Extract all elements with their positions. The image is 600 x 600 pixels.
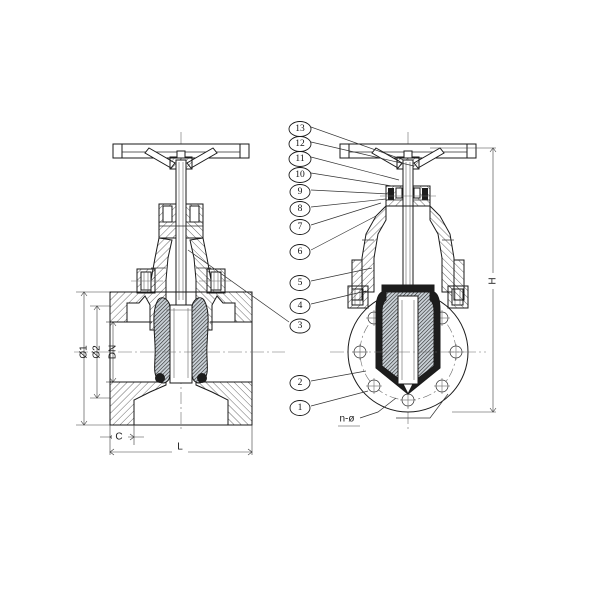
- callout-label-12: 12: [295, 139, 305, 149]
- callout-label-1: 1: [298, 403, 303, 413]
- leader-1: [310, 390, 369, 407]
- leader-7: [310, 202, 382, 226]
- leader-2: [310, 370, 367, 382]
- callout-bubble-13[interactable]: 13: [288, 121, 312, 137]
- leader-10: [310, 172, 393, 187]
- dim-label-nominal-diameter: DN: [108, 345, 119, 359]
- body-walls-right: [351, 259, 465, 301]
- leader-bolt-callout-2: [396, 393, 449, 419]
- bolt-hole: [434, 378, 450, 394]
- leader-8: [310, 198, 387, 208]
- callout-label-13: 13: [295, 124, 305, 134]
- gate-wedge-left: [153, 297, 209, 384]
- leader-6: [310, 215, 377, 251]
- bonnet-bolts-left: [131, 268, 231, 294]
- callout-bubble-3[interactable]: 3: [289, 318, 311, 334]
- callout-bubble-6[interactable]: 6: [289, 244, 311, 260]
- gate-wedge-right: [375, 284, 441, 396]
- callout-label-10: 10: [295, 170, 305, 180]
- callout-bubble-4[interactable]: 4: [289, 298, 311, 314]
- front-section-view: [74, 132, 285, 432]
- stuffing-box-left: [158, 203, 204, 239]
- callout-bubble-7[interactable]: 7: [289, 219, 311, 235]
- callout-bubble-1[interactable]: 1: [289, 400, 311, 416]
- callout-label-9: 9: [298, 187, 303, 197]
- callout-label-3: 3: [298, 321, 303, 331]
- callout-label-11: 11: [295, 154, 304, 164]
- dim-label-bolt-circle: Ø2: [92, 345, 103, 359]
- callout-bubble-11[interactable]: 11: [288, 151, 312, 167]
- leader-11: [310, 156, 400, 181]
- leader-12: [310, 141, 415, 167]
- callout-bubble-2[interactable]: 2: [289, 375, 311, 391]
- bolt-hole: [448, 344, 464, 360]
- dim-label-overall-height: H: [488, 277, 499, 284]
- leader-13: [310, 126, 405, 161]
- dimension-group-left: Ø1 Ø2 DN C L: [76, 291, 253, 456]
- dim-label-outer-diameter: Ø1: [79, 345, 90, 359]
- leader-4: [310, 290, 367, 305]
- valve-stem-left: [175, 159, 187, 306]
- callout-bubble-10[interactable]: 10: [288, 167, 312, 183]
- dim-label-face-to-face: L: [177, 442, 183, 453]
- side-section-view: [330, 132, 486, 432]
- callout-label-6: 6: [298, 247, 303, 257]
- callout-label-8: 8: [298, 204, 303, 214]
- leader-9: [310, 189, 390, 195]
- leader-3: [187, 249, 290, 323]
- callout-bubble-12[interactable]: 12: [288, 136, 312, 152]
- bolt-hole: [400, 392, 416, 408]
- callout-bubble-9[interactable]: 9: [289, 184, 311, 200]
- leader-5: [310, 267, 373, 282]
- dim-label-bolt-callout: n-ø: [340, 414, 355, 425]
- dim-label-flange-thickness: C: [115, 432, 122, 443]
- callout-bubble-8[interactable]: 8: [289, 201, 311, 217]
- callout-group: 13 12 11 10 9 8 7 6: [187, 121, 415, 416]
- leader-bolt-callout: [359, 397, 397, 419]
- bolt-hole: [366, 378, 382, 394]
- callout-label-7: 7: [298, 222, 303, 232]
- callout-label-4: 4: [298, 301, 303, 311]
- callout-label-5: 5: [298, 278, 303, 288]
- callout-label-2: 2: [298, 378, 303, 388]
- callout-bubble-5[interactable]: 5: [289, 275, 311, 291]
- dimension-group-right: H n-ø: [338, 147, 501, 427]
